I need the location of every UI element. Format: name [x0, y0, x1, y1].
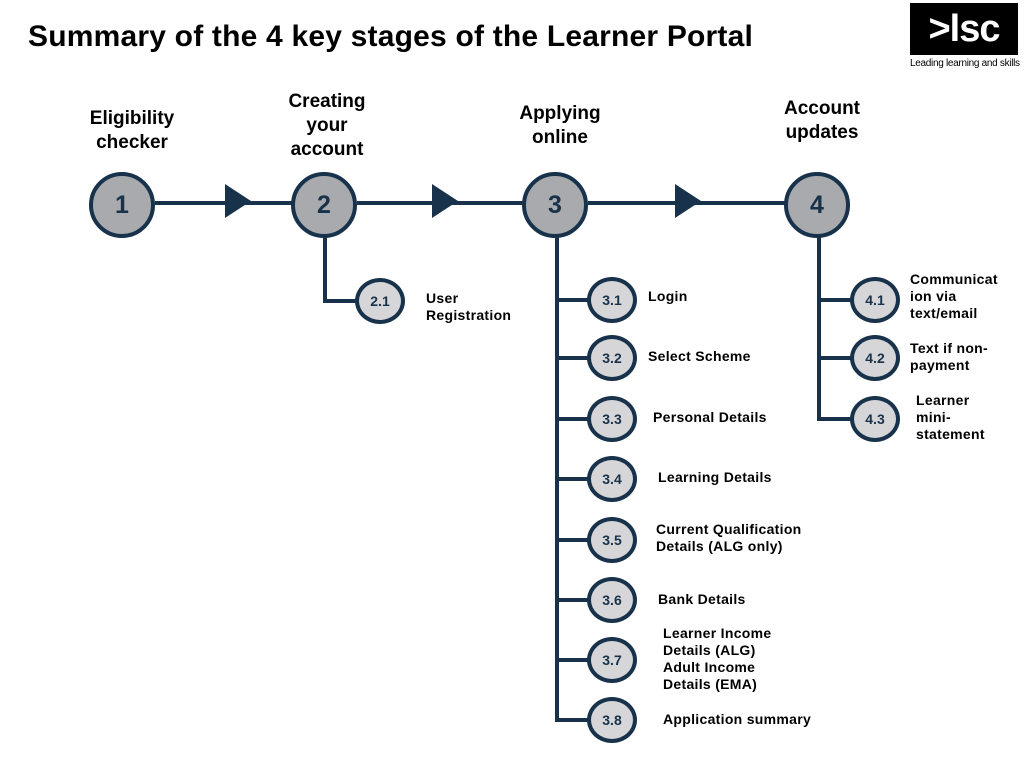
substep-label-line: Learning Details — [658, 469, 772, 485]
substep-label-line: ion via — [910, 288, 957, 304]
substep-3-3-label: Personal Details — [653, 409, 767, 426]
stage-title-line: online — [532, 127, 588, 148]
substep-4-3-node: 4.3 — [850, 396, 900, 442]
stage-4-node: 4 — [784, 172, 850, 238]
stage-title-line: account — [290, 139, 364, 160]
flow-arrow-1-2 — [225, 184, 251, 218]
substep-label-line: mini- — [916, 409, 951, 425]
substep-3-4-node: 3.4 — [587, 456, 637, 502]
substep-label-line: Details (ALG) — [663, 642, 756, 658]
substep-4-1-node: 4.1 — [850, 277, 900, 323]
stage-2-node: 2 — [291, 172, 357, 238]
stage-2-title: Creating your account — [262, 90, 392, 162]
stage-title-line: checker — [96, 132, 168, 153]
page-title: Summary of the 4 key stages of the Learn… — [28, 20, 754, 53]
substep-3-7-label: Learner Income Details (ALG) Adult Incom… — [663, 625, 771, 693]
substep-3-3-node: 3.3 — [587, 396, 637, 442]
substep-3-5-label: Current Qualification Details (ALG only) — [656, 521, 802, 555]
substep-label-line: statement — [916, 426, 985, 442]
substep-4-3-label: Learner mini- statement — [916, 392, 985, 443]
substep-label-line: Learner Income — [663, 625, 772, 641]
substep-4-2-node: 4.2 — [850, 335, 900, 381]
stage-title-line: Account — [784, 98, 860, 119]
substep-label-line: Adult Income — [663, 659, 756, 675]
substep-4-2-label: Text if non- payment — [910, 340, 988, 374]
substep-3-6-node: 3.6 — [587, 577, 637, 623]
substep-label-line: Bank Details — [658, 591, 746, 607]
substep-2-1-node: 2.1 — [355, 278, 405, 324]
stage-1-node: 1 — [89, 172, 155, 238]
stage-title-line: your — [306, 115, 348, 136]
substep-label-line: Details (EMA) — [663, 676, 758, 692]
substep-3-1-label: Login — [648, 288, 688, 305]
substep-label-line: Current Qualification — [656, 521, 802, 537]
substep-label-line: Details (ALG only) — [656, 538, 783, 554]
logo-tagline: Leading learning and skills — [910, 58, 1020, 69]
substep-label-line: payment — [910, 357, 970, 373]
stage-3-node: 3 — [522, 172, 588, 238]
flow-arrow-2-3 — [432, 184, 458, 218]
stage-title-line: Creating — [288, 91, 366, 112]
substep-3-8-node: 3.8 — [587, 697, 637, 743]
substep-label-line: Personal Details — [653, 409, 767, 425]
substep-label-line: Communicat — [910, 271, 998, 287]
substep-2-1-label: User Registration — [426, 290, 511, 324]
substep-label-line: Learner — [916, 392, 970, 408]
substep-3-2-node: 3.2 — [587, 335, 637, 381]
substep-3-2-label: Select Scheme — [648, 348, 751, 365]
substep-label-line: User — [426, 290, 459, 306]
substep-3-5-node: 3.5 — [587, 517, 637, 563]
substep-label-line: Select Scheme — [648, 348, 751, 364]
substep-3-1-node: 3.1 — [587, 277, 637, 323]
substep-3-4-label: Learning Details — [658, 469, 772, 486]
lsc-logo: >lsc — [910, 3, 1018, 55]
substep-4-1-label: Communicat ion via text/email — [910, 271, 998, 322]
stage-title-line: Applying — [519, 103, 601, 124]
substep-3-8-label: Application summary — [663, 711, 811, 728]
flow-arrow-3-4 — [675, 184, 701, 218]
stage-title-line: updates — [785, 122, 859, 143]
substep-3-6-label: Bank Details — [658, 591, 746, 608]
stage-3-title: Applying online — [490, 102, 630, 150]
substep-label-line: text/email — [910, 305, 978, 321]
substep-label-line: Login — [648, 288, 688, 304]
substep-3-7-node: 3.7 — [587, 637, 637, 683]
stage-1-title: Eligibility checker — [62, 107, 202, 155]
substep-label-line: Text if non- — [910, 340, 988, 356]
substep-label-line: Application summary — [663, 711, 812, 727]
substep-label-line: Registration — [426, 307, 512, 323]
stage-title-line: Eligibility — [89, 108, 175, 129]
stage-4-title: Account updates — [752, 97, 892, 145]
